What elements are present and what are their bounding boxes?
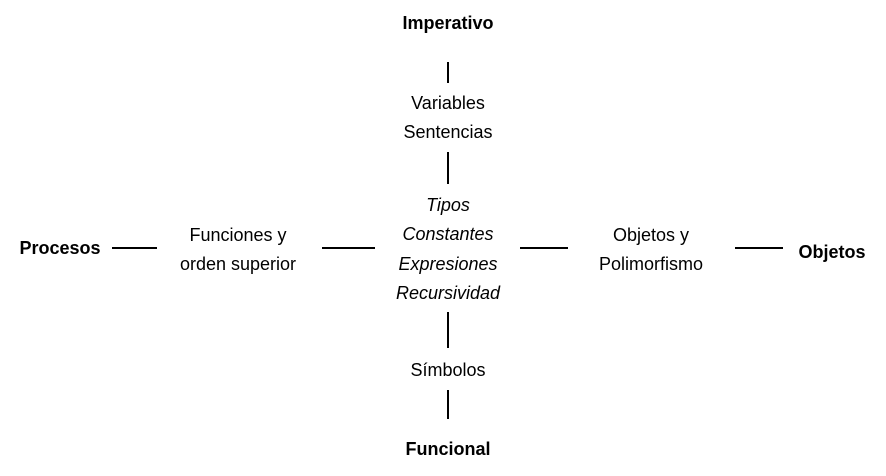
center-label: Tipos xyxy=(426,195,470,215)
connector-line xyxy=(447,62,449,83)
left-inner-label: Funciones y xyxy=(189,225,287,245)
center-label: Expresiones xyxy=(398,254,498,274)
top-inner-label: Variables xyxy=(411,93,485,113)
pole-funcional: Funcional xyxy=(405,439,491,459)
right-inner-label: Objetos y xyxy=(612,225,690,245)
pole-imperativo: Imperativo xyxy=(402,13,494,33)
connector-line xyxy=(447,152,449,184)
connector-line xyxy=(520,247,568,249)
pole-procesos: Procesos xyxy=(19,238,101,258)
top-inner-label: Sentencias xyxy=(403,122,493,142)
connector-line xyxy=(447,312,449,348)
pole-objetos: Objetos xyxy=(798,242,866,262)
connector-line xyxy=(112,247,157,249)
connector-line xyxy=(735,247,783,249)
center-label: Constantes xyxy=(402,224,494,244)
bottom-inner-label: Símbolos xyxy=(410,360,486,380)
left-inner-label: orden superior xyxy=(179,254,297,274)
right-inner-label: Polimorfismo xyxy=(598,254,704,274)
center-label: Recursividad xyxy=(395,283,501,303)
connector-line xyxy=(322,247,375,249)
connector-line xyxy=(447,390,449,419)
